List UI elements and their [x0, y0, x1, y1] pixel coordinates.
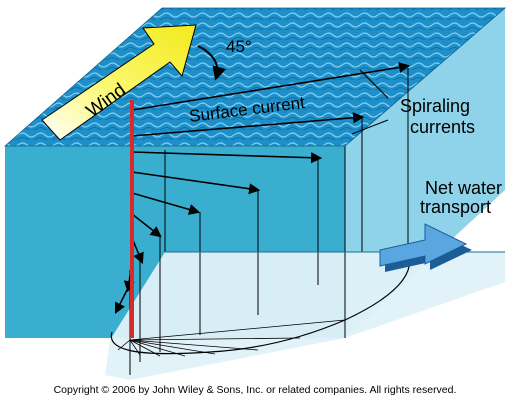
surface-current-arrow	[131, 61, 411, 111]
ekman-spiral-curve	[110, 251, 411, 355]
spiral-floor	[105, 252, 505, 380]
spiral-arrow-5	[131, 213, 162, 238]
spiral-arrow-2	[131, 151, 323, 164]
spiraling-label-line2: currents	[410, 117, 475, 137]
current-arrows	[114, 61, 411, 315]
wind-arrow	[41, 24, 197, 141]
spiral-arrow-1	[131, 112, 365, 137]
spiraling-label-line1: Spiraling	[400, 96, 470, 116]
spiral-arrow-8	[114, 279, 133, 315]
spiral-arrow-4	[131, 192, 201, 215]
spiral-fan-lines	[117, 319, 346, 357]
spiral-arrow-3	[131, 171, 261, 195]
net-transport-label-line1: Net water	[425, 178, 502, 198]
label-pointers	[351, 69, 389, 135]
net-transport-label-line2: transport	[420, 197, 491, 217]
angle-arc	[197, 45, 226, 81]
angle-label: 45°	[226, 37, 252, 56]
net-transport-arrow	[379, 223, 472, 272]
copyright-notice: Copyright © 2006 by John Wiley & Sons, I…	[53, 384, 457, 396]
